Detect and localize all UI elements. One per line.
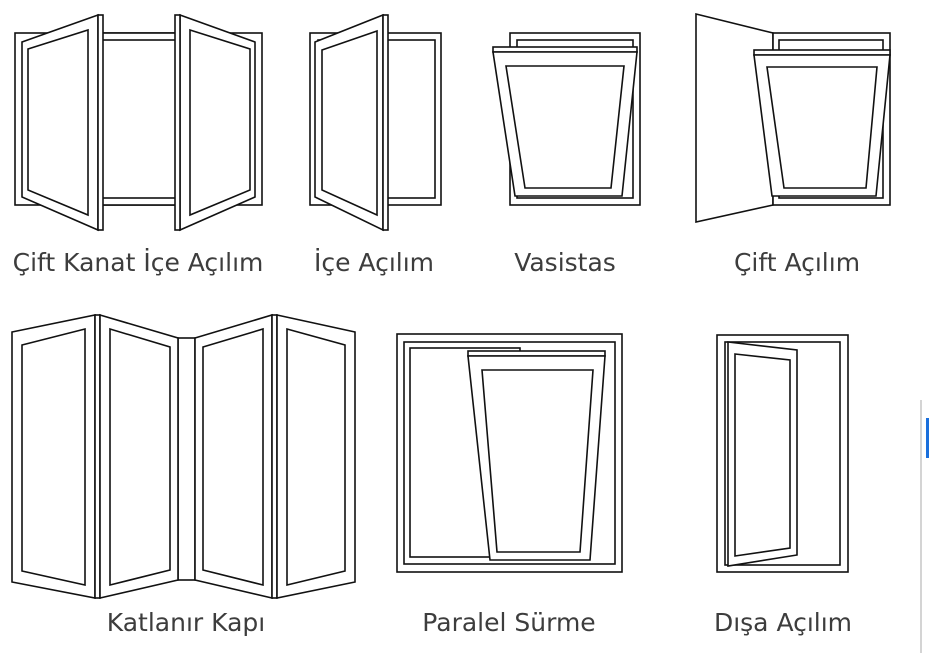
- figure-double-sash-inward: [14, 13, 263, 232]
- figure-inward-opening: [309, 13, 442, 232]
- label-parallel-sliding: Paralel Sürme: [422, 608, 596, 637]
- label-outward-opening: Dışa Açılım: [713, 608, 853, 637]
- figure-parallel-sliding: [396, 333, 623, 573]
- label-inward-opening: İçe Açılım: [313, 248, 435, 277]
- figure-tilt-and-turn: [695, 12, 891, 223]
- figure-outward-opening: [716, 334, 849, 573]
- label-double-sash-inward: Çift Kanat İçe Açılım: [12, 248, 264, 277]
- label-tilt-and-turn: Çift Açılım: [733, 248, 861, 277]
- label-folding-door: Katlanır Kapı: [106, 608, 266, 637]
- figure-folding-door: [11, 313, 356, 600]
- figure-tilt-window: [492, 32, 641, 206]
- label-tilt-window: Vasistas: [514, 248, 616, 277]
- scrollbar[interactable]: [920, 400, 929, 653]
